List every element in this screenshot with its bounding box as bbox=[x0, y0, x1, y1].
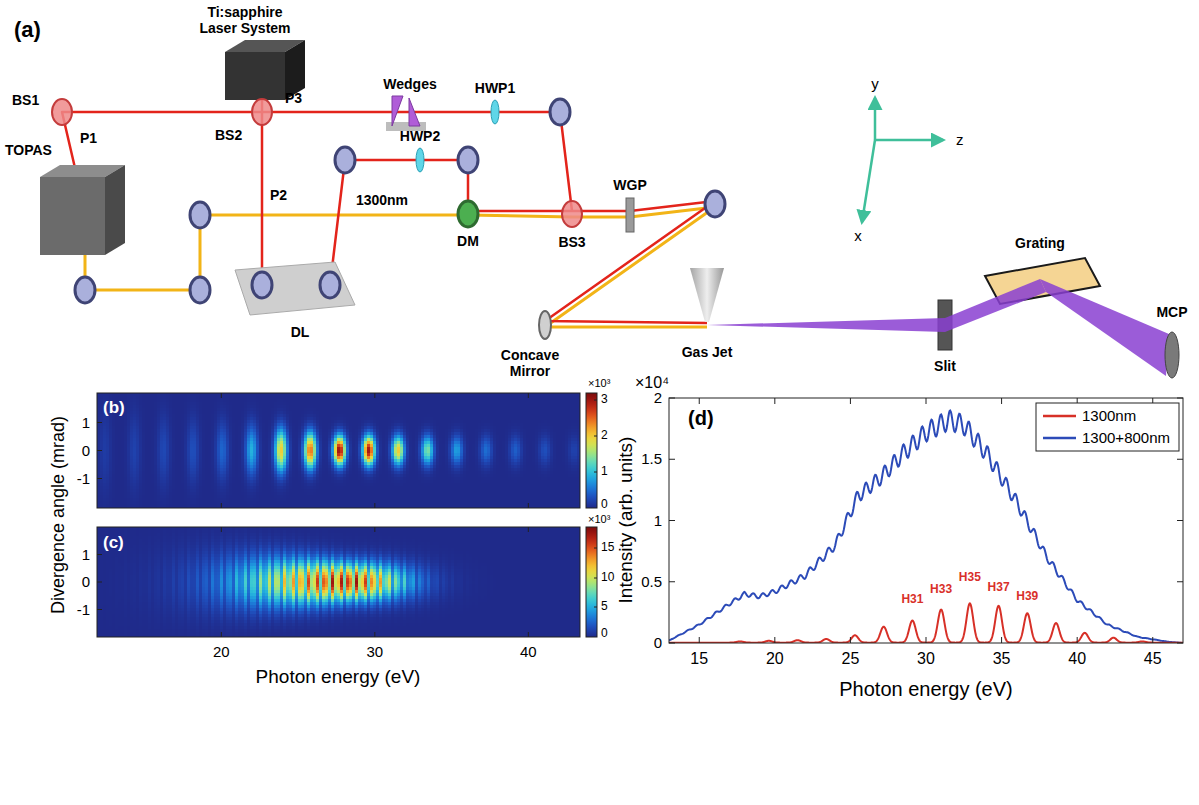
figure: (a)Ti:sapphire Laser SystemBS1P1TOPASBS2… bbox=[0, 0, 1199, 805]
